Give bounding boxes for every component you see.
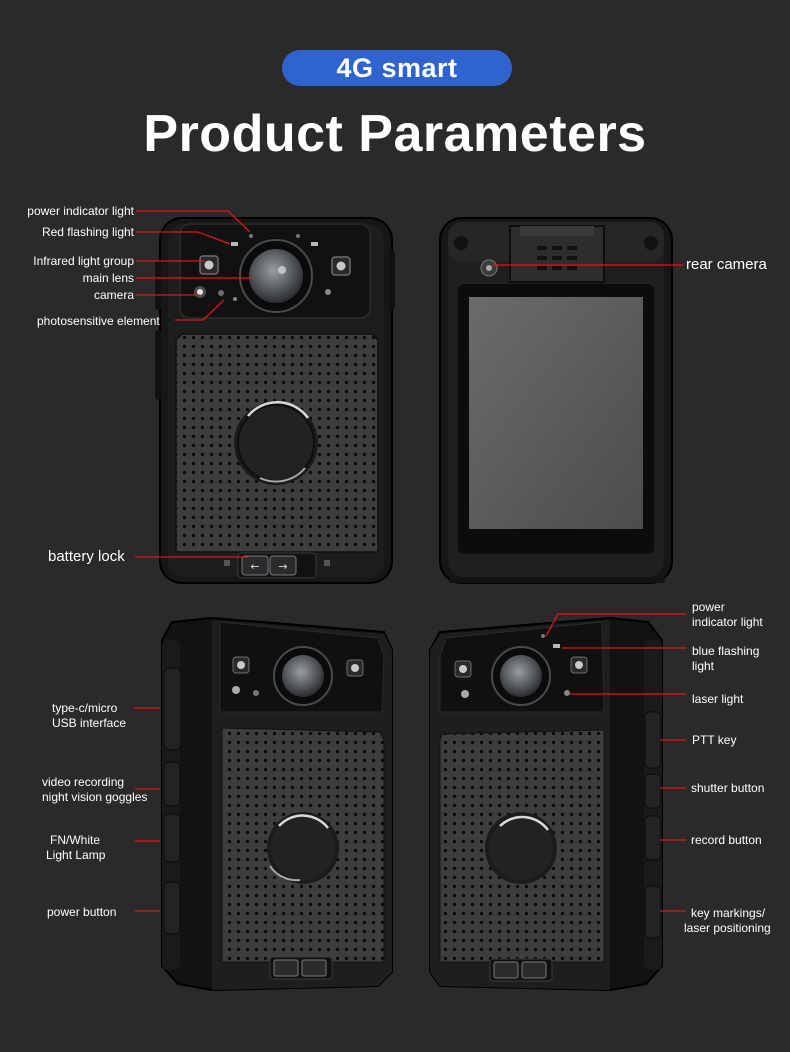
label-usb-interface: type-c/micro USB interface [52, 701, 126, 731]
label-video-recording-line2: night vision goggles [42, 790, 148, 804]
back-view-device [439, 217, 673, 584]
label-shutter-button: shutter button [691, 781, 765, 795]
label-key-markings-line2: laser positioning [684, 921, 771, 935]
label-fn-white-light-line1: FN/White [50, 833, 101, 847]
left-side-view-device [161, 616, 393, 992]
label-power-indicator-line1: power [692, 600, 725, 614]
label-power-indicator-line2: indicator light [692, 615, 763, 629]
label-main-lens: main lens [82, 271, 134, 285]
label-usb-interface-line1: type-c/micro [52, 701, 118, 715]
label-video-recording: video recording night vision goggles [42, 775, 147, 805]
right-side-view-device [429, 616, 663, 992]
label-laser-light: laser light [692, 692, 744, 706]
label-video-recording-line1: video recording [42, 775, 125, 789]
label-camera: camera [93, 288, 134, 302]
leader-lines [134, 210, 686, 912]
badge-4g-smart: 4G smart [282, 50, 512, 86]
label-blue-flashing-line1: blue flashing [692, 644, 760, 658]
svg-text:←: ← [250, 560, 259, 573]
label-fn-white-light: FN/White Light Lamp [46, 833, 105, 863]
label-red-flashing-light: Red flashing light [41, 225, 134, 239]
page-title: Product Parameters [143, 105, 647, 163]
label-blue-flashing-light: blue flashing light [692, 644, 759, 674]
label-record-button: record button [691, 833, 762, 847]
label-photosensitive-element: photosensitive element [37, 314, 160, 328]
label-blue-flashing-line2: light [692, 659, 715, 673]
label-rear-camera: rear camera [686, 256, 767, 273]
label-power-indicator-light: power indicator light [27, 204, 134, 218]
label-usb-interface-line2: USB interface [52, 716, 127, 730]
label-key-markings-line1: key markings/ [691, 906, 766, 920]
label-infrared-light-group: Infrared light group [33, 254, 134, 268]
label-key-markings: key markings/ laser positioning [684, 906, 771, 936]
front-view-device: ← → [155, 217, 395, 584]
label-power-indicator-light-side: power indicator light [692, 600, 763, 630]
label-ptt-key: PTT key [692, 733, 737, 747]
svg-text:→: → [278, 560, 287, 573]
label-power-button: power button [47, 905, 117, 919]
label-battery-lock: battery lock [48, 548, 125, 565]
label-fn-white-light-line2: Light Lamp [46, 848, 106, 862]
